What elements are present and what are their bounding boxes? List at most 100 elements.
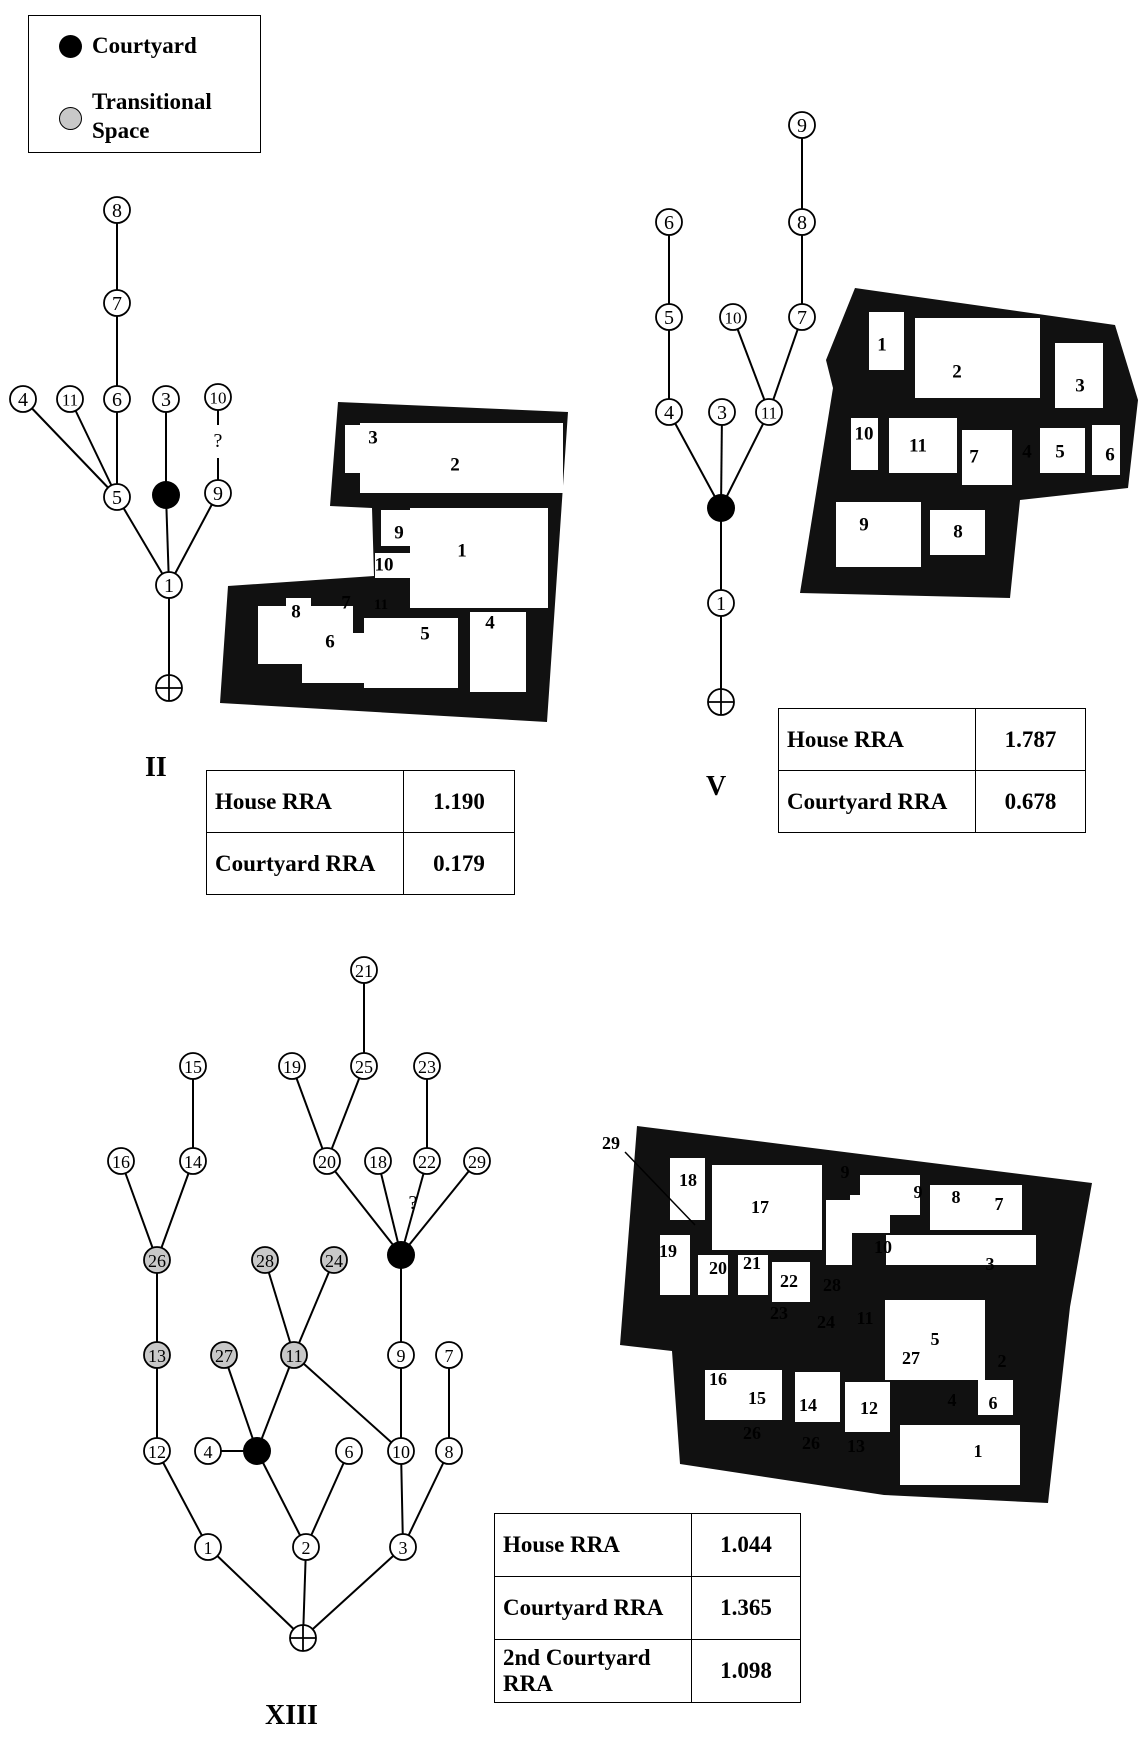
floor-plan-xiii: 29 18 17 9 9 8 7 19 20 21 22 28 10 3 23 … (602, 1126, 1092, 1503)
room-label: 3 (986, 1254, 995, 1274)
svg-text:3: 3 (717, 402, 727, 424)
room-label: 9 (914, 1182, 923, 1202)
room-label: 4 (1022, 442, 1032, 463)
graph-node: 20 (313, 1147, 341, 1175)
room-label: 22 (780, 1271, 798, 1291)
leader-line (624, 1151, 696, 1226)
table-cell: 0.179 (403, 832, 515, 895)
svg-text:16: 16 (112, 1152, 130, 1172)
courtyard-node (387, 1241, 415, 1269)
svg-text:1: 1 (164, 575, 174, 597)
question-mark: ? (214, 430, 223, 452)
table-row: House RRA 1.190 (206, 770, 515, 833)
svg-text:21: 21 (355, 961, 373, 981)
table-cell: House RRA (206, 770, 404, 833)
graph-node: 12 (143, 1437, 171, 1465)
room-label: 9 (841, 1162, 850, 1182)
graph-ii (22, 210, 219, 688)
graph-node: 22 (413, 1147, 441, 1175)
room-label: 11 (909, 436, 927, 457)
table-cell: House RRA (494, 1513, 692, 1577)
svg-text:9: 9 (397, 1346, 406, 1366)
room-label: 7 (341, 593, 351, 614)
room-label: 17 (751, 1197, 769, 1217)
graph-node: 3 (152, 385, 180, 413)
svg-text:24: 24 (325, 1251, 343, 1271)
transitional-space-legend-icon (59, 107, 82, 130)
room-label: 7 (995, 1194, 1004, 1214)
svg-text:8: 8 (445, 1442, 454, 1462)
transitional-space-legend-label-line1: Transitional (92, 89, 212, 114)
svg-text:22: 22 (418, 1152, 436, 1172)
graph-node: 5 (103, 483, 131, 511)
graph-node: 14 (179, 1147, 207, 1175)
room-label: 10 (874, 1237, 892, 1257)
graph-node: 19 (278, 1052, 306, 1080)
svg-text:4: 4 (664, 402, 674, 424)
room-label: 11 (374, 597, 388, 613)
graph-node: 29 (463, 1147, 491, 1175)
transitional-space-legend-label-line2: Space (92, 118, 150, 143)
room-label: 18 (679, 1170, 697, 1190)
courtyard-legend-icon (59, 35, 82, 58)
graph-node: 4 (9, 385, 37, 413)
graph-node: 15 (179, 1052, 207, 1080)
room-label: 13 (847, 1436, 865, 1456)
svg-text:4: 4 (18, 389, 28, 411)
rra-table-xiii: House RRA 1.044 Courtyard RRA 1.365 2nd … (494, 1513, 801, 1703)
svg-text:7: 7 (797, 307, 807, 329)
table-cell: 1.787 (975, 708, 1086, 771)
graph-node: 3 (708, 398, 736, 426)
graph-node: 9 (788, 111, 816, 139)
svg-text:6: 6 (345, 1442, 354, 1462)
transitional-space-node: 24 (320, 1246, 348, 1274)
room-label: 4 (485, 613, 495, 634)
graph-node: 23 (413, 1052, 441, 1080)
transitional-space-node: 26 (143, 1246, 171, 1274)
room-label: 3 (1075, 376, 1085, 397)
graph-node: 10 (719, 303, 747, 331)
svg-text:20: 20 (318, 1152, 336, 1172)
graph-node: 2 (292, 1533, 320, 1561)
graph-node: 1 (155, 571, 183, 599)
graph-ii-nodes: 8 7 4 11 6 3 10 ? 5 9 1 (9, 196, 232, 702)
room-label: 1 (457, 541, 467, 562)
room-label: 29 (602, 1133, 620, 1153)
room-label: 6 (1105, 445, 1115, 466)
room-label: 5 (420, 624, 430, 645)
svg-text:2: 2 (302, 1538, 311, 1558)
table-row: Courtyard RRA 1.365 (494, 1576, 801, 1640)
table-cell: 1.365 (691, 1576, 801, 1640)
transitional-space-node: 11 (280, 1341, 308, 1369)
room-label: 10 (855, 424, 874, 445)
svg-text:4: 4 (204, 1442, 213, 1462)
graph-v-nodes: 9 6 8 10 7 5 4 3 11 1 (655, 111, 816, 716)
graph-node: 6 (103, 385, 131, 413)
table-cell: Courtyard RRA (778, 770, 976, 833)
svg-text:3: 3 (399, 1538, 408, 1558)
rra-table-v: House RRA 1.787 Courtyard RRA 0.678 (778, 708, 1086, 833)
svg-text:27: 27 (215, 1346, 233, 1366)
svg-text:6: 6 (112, 389, 122, 411)
table-cell: 0.678 (975, 770, 1086, 833)
table-row: House RRA 1.787 (778, 708, 1086, 771)
graph-node: 7 (435, 1341, 463, 1369)
graph-node: 1 (707, 589, 735, 617)
table-cell: Courtyard RRA (206, 832, 404, 895)
room-label: 3 (368, 428, 378, 449)
svg-text:5: 5 (664, 307, 674, 329)
courtyard-node (152, 481, 180, 509)
room-label: 8 (952, 1187, 961, 1207)
svg-text:5: 5 (112, 487, 122, 509)
room-label: 14 (799, 1395, 817, 1415)
room-label: 23 (770, 1303, 788, 1323)
svg-text:1: 1 (716, 593, 726, 615)
rra-table-ii: House RRA 1.190 Courtyard RRA 0.179 (206, 770, 515, 895)
svg-text:3: 3 (161, 389, 171, 411)
table-cell: Courtyard RRA (494, 1576, 692, 1640)
room-label: 2 (952, 362, 962, 383)
svg-text:9: 9 (797, 115, 807, 137)
graph-node: 11 (755, 398, 783, 426)
courtyard-legend-label: Courtyard (92, 33, 197, 58)
courtyard-node (707, 494, 735, 522)
